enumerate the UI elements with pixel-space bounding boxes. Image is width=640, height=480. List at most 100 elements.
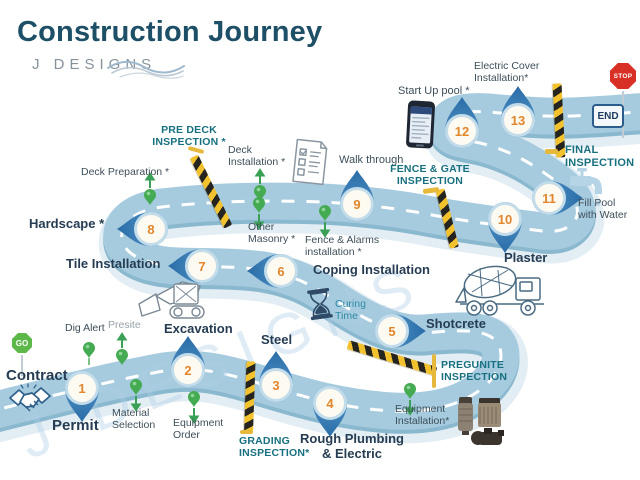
- note-pin-icon-deck-preparation: [144, 172, 156, 205]
- skid-steer-loader-icon: [138, 281, 205, 319]
- handshake-icon: [9, 383, 51, 412]
- stop-sign-label: STOP: [613, 72, 633, 80]
- milestone-pin-icon: 7: [168, 249, 219, 283]
- milestone-marker-walk-through: 9: [317, 164, 397, 244]
- note-pin-icon-equipment-installation: [404, 383, 416, 416]
- milestone-label-hardscape: Hardscape *: [29, 216, 105, 231]
- note-label-deck-preparation: Deck Preparation *: [81, 166, 170, 178]
- milestone-label-rough-plumbing: Rough Plumbing & Electric: [300, 431, 404, 462]
- go-sign-label: GO: [15, 338, 29, 348]
- hourglass-icon: [307, 287, 333, 321]
- milestone-marker-tile: 7: [162, 226, 242, 306]
- milestone-number: 12: [455, 124, 469, 139]
- concrete-mixer-truck-icon: [455, 265, 544, 316]
- milestone-pin-icon: 8: [117, 212, 168, 246]
- milestone-number: 10: [498, 212, 512, 227]
- note-pin-icon-deck-installation: [254, 168, 266, 201]
- milestone-pin-icon: 13: [501, 86, 535, 137]
- end-sign: END: [592, 104, 624, 128]
- note-label-equipment-order: Equipment Order: [173, 417, 224, 442]
- milestone-pin-icon: 5: [375, 314, 426, 348]
- contract-label: Contract: [6, 367, 68, 384]
- milestone-pin-icon: 6: [247, 254, 298, 288]
- note-pin-icon-fence-alarms: [319, 205, 331, 238]
- milestone-pin-icon: 3: [259, 351, 293, 402]
- inspection-label-fence-gate: FENCE & GATE INSPECTION: [390, 163, 470, 188]
- milestone-label-steel: Steel: [261, 332, 293, 347]
- milestone-pin-icon: 12: [445, 97, 479, 148]
- milestone-number: 1: [78, 381, 85, 396]
- milestone-pin-icon: 9: [340, 170, 374, 221]
- stop-sign: STOP: [608, 61, 638, 91]
- note-label-fence-alarms: Fence & Alarms installation *: [305, 234, 380, 259]
- note-label-presite: Presite: [108, 319, 141, 331]
- note-label-equipment-installation: Equipment Installation*: [395, 403, 450, 428]
- grading-barrier-pole: [240, 430, 253, 434]
- go-sign-post: [21, 353, 23, 376]
- inspection-label-grading: GRADING INSPECTION*: [239, 435, 310, 460]
- milestone-pin-icon: 1: [65, 371, 99, 422]
- milestone-label-walk-through: Walk through: [339, 154, 404, 166]
- go-sign: GO: [10, 331, 34, 355]
- milestone-label-electric-cover: Electric Cover Installation*: [474, 60, 540, 85]
- end-sign-label: END: [597, 110, 619, 122]
- note-label-material-selection: Material Selection: [112, 407, 156, 432]
- note-pin-icon-material-selection: [130, 379, 142, 412]
- note-pin-icon-equipment-order: [188, 391, 200, 424]
- milestone-pin-icon: 2: [171, 336, 205, 387]
- pool-equipment-icon: [458, 397, 504, 445]
- wave-lines-icon: [107, 60, 185, 79]
- inspection-label-final: FINAL INSPECTION: [565, 144, 635, 169]
- milestone-label-permit: Permit: [52, 417, 99, 434]
- note-label-other-masonry: Other Masonry *: [248, 221, 296, 246]
- note-pin-icon-dig-alert: [83, 342, 95, 365]
- milestone-number: 3: [272, 378, 279, 393]
- pre-deck-barrier: [189, 154, 233, 229]
- milestone-number: 9: [353, 197, 360, 212]
- road-centerline: [0, 110, 640, 413]
- smartphone-icon: [406, 100, 435, 149]
- note-pin-icon-other-masonry: [253, 197, 265, 230]
- inspection-label-pregunite: PREGUNITE INSPECTION: [441, 359, 508, 384]
- milestone-marker-start-up: 12: [422, 91, 502, 171]
- checklist-icon: [292, 138, 328, 186]
- milestone-number: 13: [511, 113, 525, 128]
- milestone-marker-shotcrete: 5: [352, 291, 432, 371]
- milestone-number: 4: [326, 396, 334, 411]
- final-barrier-pole: [545, 149, 558, 154]
- milestone-marker-electric-cover: 13: [478, 80, 558, 160]
- pregunite-barrier-pole: [432, 354, 436, 388]
- note-label-dig-alert: Dig Alert: [65, 322, 105, 334]
- milestone-marker-fill-pool: 11: [509, 158, 589, 238]
- water-faucet-icon: [570, 168, 602, 207]
- milestone-label-shotcrete: Shotcrete: [426, 316, 486, 331]
- inspection-label-curing: Curing Time: [335, 298, 366, 323]
- milestone-marker-rough-plumbing: 4: [290, 363, 370, 443]
- milestone-label-excavation: Excavation: [164, 321, 233, 336]
- milestone-number: 11: [542, 191, 556, 206]
- note-pin-icon-presite: [116, 332, 128, 365]
- note-label-deck-installation: Deck Installation *: [228, 144, 286, 169]
- milestone-number: 5: [388, 324, 395, 339]
- milestone-marker-steel: 3: [236, 345, 316, 425]
- milestone-marker-hardscape: 8: [111, 189, 191, 269]
- fence-gate-barrier: [435, 187, 459, 249]
- milestone-marker-excavation: 2: [148, 330, 228, 410]
- milestone-label-coping: Coping Installation: [313, 262, 430, 277]
- milestone-number: 2: [184, 363, 191, 378]
- milestone-pin-icon: 10: [488, 202, 522, 253]
- milestone-marker-coping: 6: [241, 231, 321, 311]
- milestone-label-tile: Tile Installation: [66, 256, 161, 271]
- milestone-label-start-up: Start Up pool *: [398, 85, 470, 97]
- milestone-label-fill-pool: Fill Pool with Water: [578, 197, 628, 222]
- milestone-label-plaster: Plaster: [504, 250, 548, 265]
- milestone-number: 6: [277, 264, 284, 279]
- milestone-number: 7: [198, 259, 205, 274]
- page-title: Construction Journey: [17, 16, 323, 48]
- inspection-label-pre-deck: PRE DECK INSPECTION *: [152, 124, 226, 149]
- milestone-marker-permit: 1: [42, 348, 122, 428]
- milestone-pin-icon: 11: [532, 181, 583, 215]
